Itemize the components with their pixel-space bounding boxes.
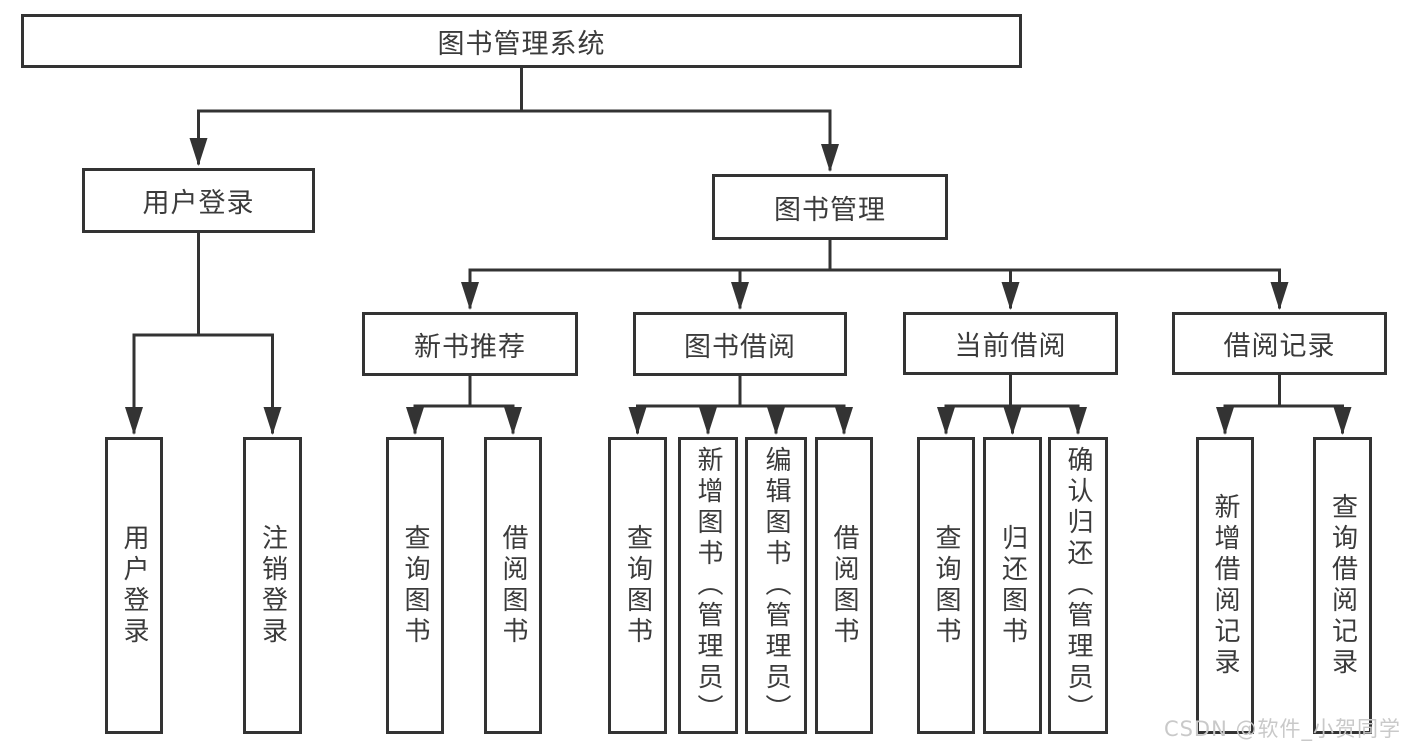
node-bb-query: 查询图书 [608, 437, 667, 734]
node-br-query: 查询借阅记录 [1313, 437, 1372, 734]
node-login: 用户登录 [105, 437, 163, 734]
node-cb-confirm: 确认归还（管理员） [1048, 437, 1108, 734]
node-root: 图书管理系统 [21, 14, 1022, 68]
node-nb-query: 查询图书 [386, 437, 444, 734]
node-bb-borrow: 借阅图书 [815, 437, 873, 734]
node-borrow-records: 借阅记录 [1172, 312, 1387, 375]
node-logout: 注销登录 [243, 437, 302, 734]
node-bb-edit: 编辑图书（管理员） [745, 437, 807, 734]
node-cb-return: 归还图书 [983, 437, 1042, 734]
watermark: CSDN @软件_小贺同学 [1163, 717, 1401, 741]
node-user-login: 用户登录 [82, 168, 315, 233]
node-br-add: 新增借阅记录 [1196, 437, 1254, 734]
node-current-borrow: 当前借阅 [903, 312, 1118, 375]
node-new-book-rec: 新书推荐 [362, 312, 578, 376]
node-book-mgmt: 图书管理 [712, 174, 948, 240]
node-cb-query: 查询图书 [917, 437, 975, 734]
node-book-borrow: 图书借阅 [633, 312, 847, 376]
node-bb-add: 新增图书（管理员） [678, 437, 738, 734]
node-nb-borrow: 借阅图书 [484, 437, 542, 734]
